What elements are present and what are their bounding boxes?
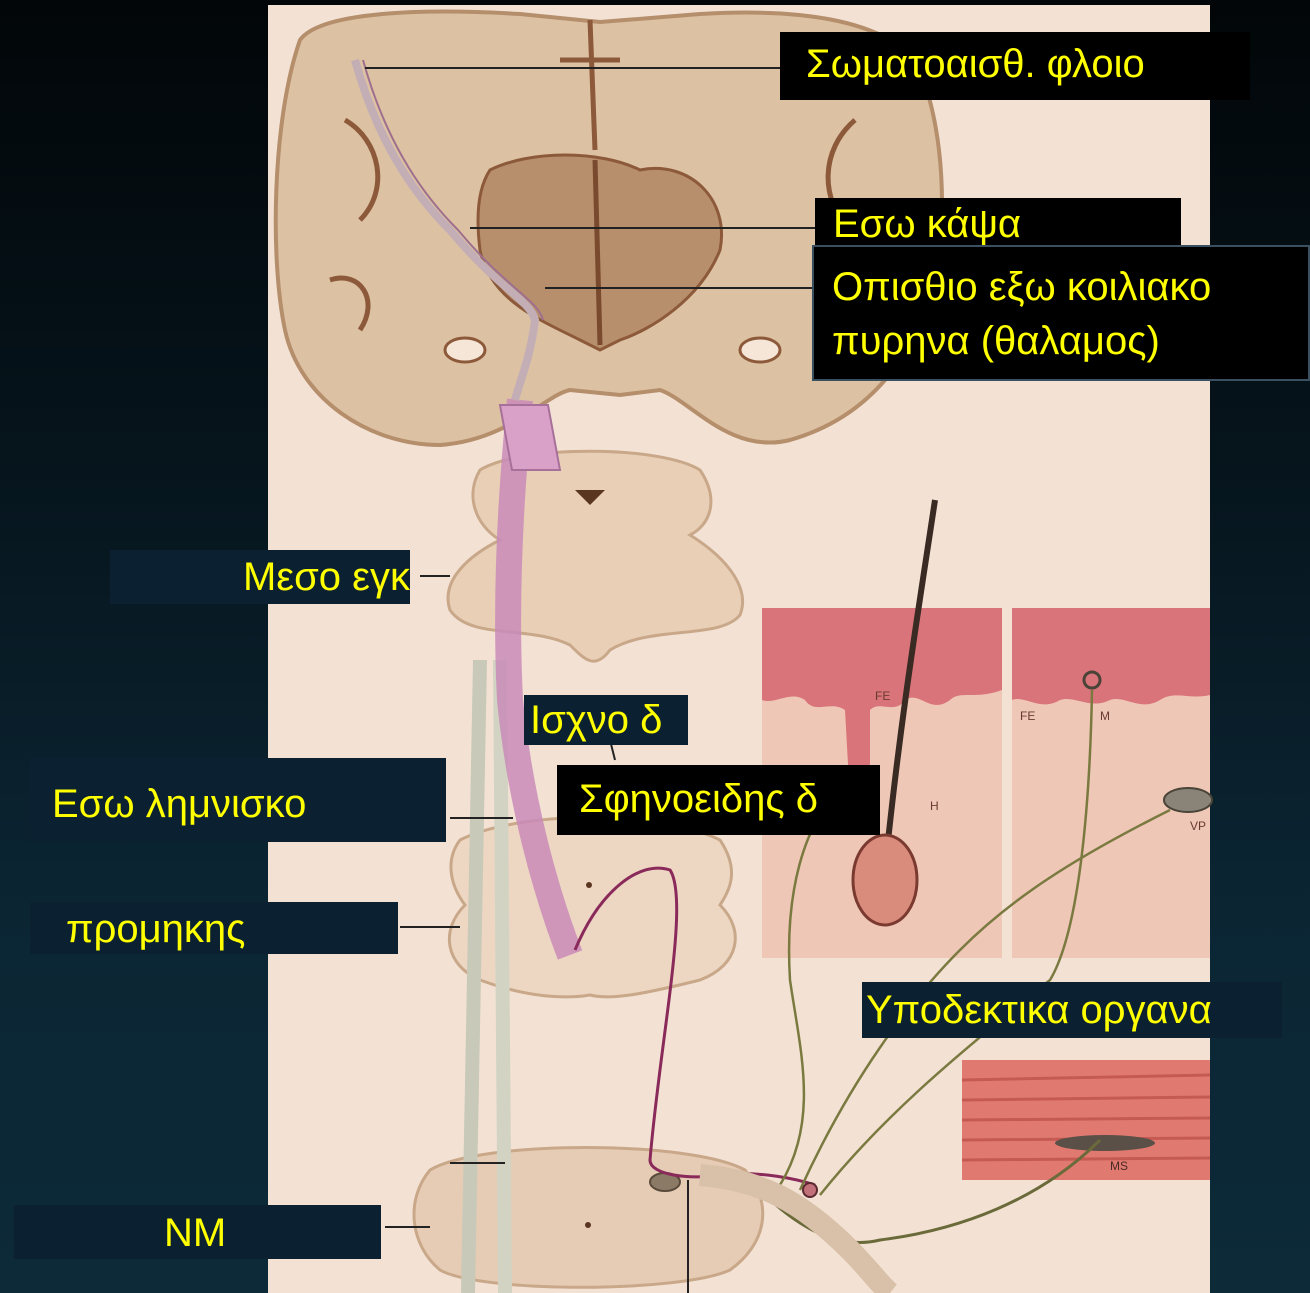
label-gracile: Ισχνο δ	[524, 695, 688, 745]
muscle-panel: MS	[962, 1060, 1210, 1180]
mark-fe-1: FE	[875, 689, 890, 703]
mark-fe-2: FE	[1020, 709, 1035, 723]
label-medulla: προμηκης	[30, 902, 398, 954]
medulla-section	[449, 818, 735, 997]
label-spinal-cord: ΝΜ	[14, 1205, 381, 1259]
midbrain-section	[448, 451, 743, 661]
label-somatosensory-cortex: Σωματοαισθ. φλοιο	[780, 32, 1250, 100]
label-midbrain: Μεσο εγκ	[110, 550, 410, 604]
label-thalamus-line1: Οπισθιο εξω κοιλιακο	[832, 263, 1211, 311]
label-cuneate: Σφηνοειδης δ	[557, 765, 880, 835]
label-thalamus-box: Οπισθιο εξω κοιλιακο πυρηνα (θαλαμος)	[812, 245, 1310, 381]
mark-ms: MS	[1110, 1159, 1128, 1173]
mark-m: M	[1100, 709, 1110, 723]
mark-vp: VP	[1190, 819, 1206, 833]
label-receptors: Υποδεκτικα οργανα	[862, 982, 1282, 1038]
label-thalamus-line2: πυρηνα (θαλαμος)	[832, 317, 1160, 365]
label-internal-capsule: Εσω κάψα	[815, 198, 1181, 248]
label-medial-lemniscus: Εσω λημνισκο	[30, 758, 446, 842]
mark-h: H	[930, 799, 939, 813]
